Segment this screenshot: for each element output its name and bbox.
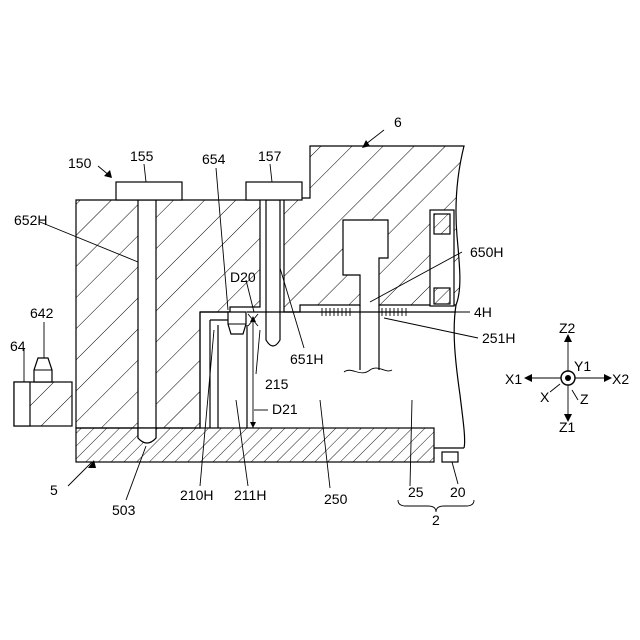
screw-hole-652H — [138, 200, 156, 443]
label-215: 215 — [265, 376, 289, 392]
label-6: 6 — [394, 114, 402, 130]
part-20 — [442, 452, 458, 462]
housing-outline — [454, 305, 465, 448]
label-642: 642 — [30, 305, 54, 321]
axis-x: X — [540, 389, 550, 405]
label-211H: 211H — [234, 487, 266, 503]
label-20: 20 — [450, 484, 466, 500]
axis-x2: X2 — [612, 371, 629, 387]
label-157: 157 — [258, 148, 282, 164]
label-64: 64 — [10, 338, 26, 354]
label-250: 250 — [324, 491, 348, 507]
label-650H: 650H — [470, 244, 503, 260]
label-654: 654 — [202, 151, 226, 167]
axis-z-leader — [572, 390, 578, 400]
base-plate — [76, 428, 434, 462]
screw-head-155 — [116, 182, 182, 200]
label-210H: 210H — [180, 487, 213, 503]
bolt-650H-shaft — [360, 305, 379, 370]
dim-D21-arrow-bottom — [250, 422, 256, 428]
brace-2 — [398, 500, 474, 512]
label-D21: D21 — [272, 401, 298, 417]
label-2: 2 — [432, 512, 440, 528]
label-150: 150 — [68, 155, 92, 171]
wall-cap — [200, 312, 230, 320]
axis-z: Z — [580, 391, 589, 407]
label-651H: 651H — [290, 351, 323, 367]
axis-x-leader — [550, 384, 560, 392]
label-652H: 652H — [14, 212, 47, 228]
screw-hole-651H — [266, 200, 280, 346]
axis-z1: Z1 — [559, 419, 576, 435]
axis-x1: X1 — [505, 371, 522, 387]
axis-z2: Z2 — [559, 320, 576, 336]
label-155: 155 — [130, 148, 154, 164]
label-5: 5 — [50, 482, 58, 498]
part-64-left — [14, 382, 30, 426]
label-251H: 251H — [482, 330, 515, 346]
connector-inner — [434, 214, 450, 234]
screw-head-157 — [246, 182, 302, 200]
axis-y1: Y1 — [574, 358, 591, 374]
label-D20: D20 — [230, 269, 256, 285]
label-4H: 4H — [474, 304, 492, 320]
part-654 — [228, 312, 246, 334]
label-25: 25 — [408, 484, 424, 500]
label-503: 503 — [112, 502, 136, 518]
connector-inner-2 — [434, 288, 450, 304]
screw-hole-503 — [138, 428, 156, 443]
bolt-650H-break — [344, 368, 392, 373]
axis-indicator — [524, 334, 612, 422]
